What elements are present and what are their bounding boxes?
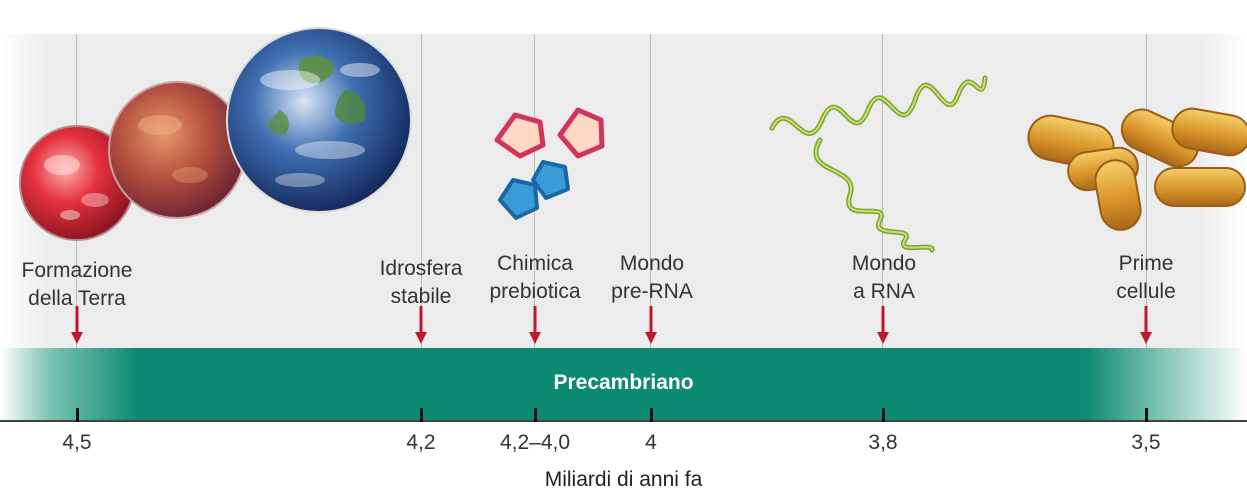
arrow-down-icon [529,306,541,344]
guide-line-cellule [1146,34,1147,348]
axis-tick [76,408,79,422]
rna-helix-icon [769,75,988,253]
axis-tick [534,408,537,422]
planet-red-icon [19,125,135,241]
pentagon-molecule-icon [494,107,605,220]
axis-title: Miliardi di anni fa [544,468,703,491]
time-axis [0,420,1247,422]
event-aRNA-label: Mondo a RNA [851,252,917,303]
tick-label: 4,2 [406,431,436,454]
guide-line-aRNA [882,34,883,348]
arrow-down-icon [1140,306,1152,344]
arrow-down-icon [415,306,427,344]
planet-orange-icon [108,81,246,219]
tick-label: 3,5 [1131,431,1161,454]
axis-tick [420,408,423,422]
event-chimica-label: Chimica prebiotica [489,252,581,303]
illustrations [19,27,1247,253]
tick-label: 4 [645,431,657,454]
axis-tick [1145,408,1148,422]
event-formazione-label: Formazione della Terra [21,259,133,310]
tick-label: 4,2–4,0 [499,431,571,454]
event-idrosfera-label: Idrosfera stabile [379,257,463,308]
arrow-down-icon [877,306,889,344]
tick-label: 3,8 [868,431,898,454]
arrow-down-icon [71,306,83,344]
event-preRNA-label: Mondo pre-RNA [611,252,693,303]
guide-line-idrosfera [421,34,422,348]
arrow-down-icon [645,306,657,344]
guide-line-preRNA [650,34,651,348]
axis-tick [650,408,653,422]
earth-icon [226,27,412,213]
tick-label: 4,5 [62,431,92,454]
era-label: Precambriano [553,371,694,394]
event-cellule-label: Prime cellule [1116,252,1176,303]
era-band [0,348,1247,420]
bacteria-cells-icon [1027,107,1247,231]
axis-tick [882,408,885,422]
